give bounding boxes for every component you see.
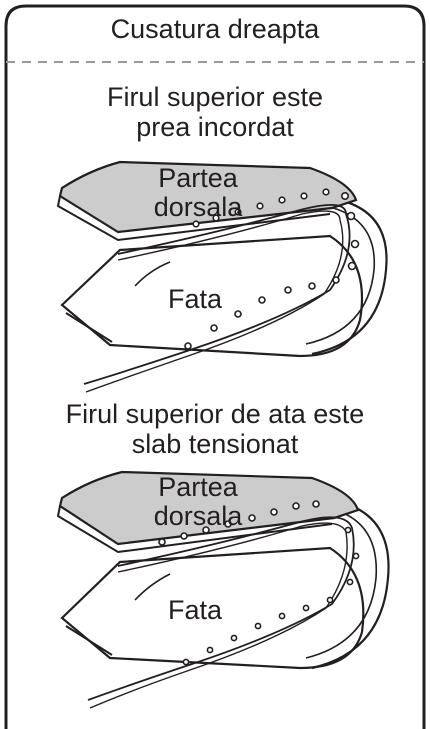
caption-line: prea incordat (136, 112, 294, 142)
fabric-illustration-loose (56, 470, 390, 709)
back-label-line: Partea (158, 472, 238, 502)
back-side-label: Partea dorsala (118, 473, 278, 531)
upper-thread (87, 516, 355, 701)
back-side-label: Partea dorsala (118, 164, 278, 222)
fabric-illustration-tight (56, 160, 388, 393)
section-caption-loose: Firul superior de ata este slab tensiona… (0, 399, 430, 459)
face-side-label: Fata (167, 595, 223, 625)
face-side-label: Fata (167, 284, 223, 314)
upper-thread (83, 204, 351, 385)
fabric-fold (311, 196, 388, 356)
section-caption-tight: Firul superior este prea incordat (0, 82, 430, 142)
back-fabric-layer (58, 160, 358, 234)
back-label-line: dorsala (153, 192, 243, 222)
back-label-line: Partea (158, 163, 238, 193)
caption-line: Firul superior este (106, 82, 324, 112)
card-border (4, 4, 426, 729)
back-label-line: dorsala (153, 501, 243, 531)
fabric-fold (311, 498, 390, 670)
back-fabric-layer (58, 470, 360, 546)
caption-line: slab tensionat (131, 429, 299, 459)
page-title: Cusatura dreapta (110, 14, 320, 44)
caption-line: Firul superior de ata este (65, 399, 365, 429)
